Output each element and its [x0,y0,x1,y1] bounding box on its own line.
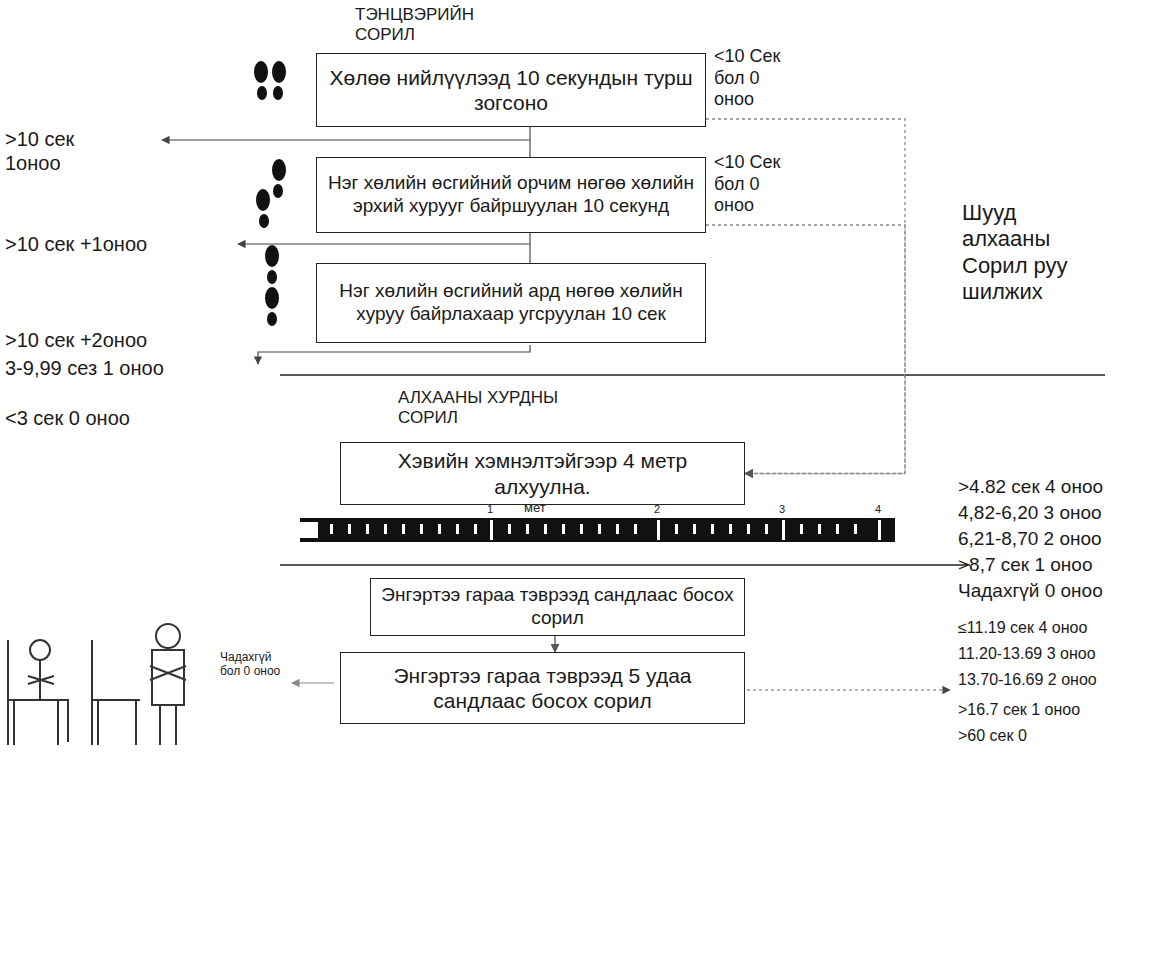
process-box: Хэвийн хэмнэлтэйгээр 4 метр алхуулна. [340,442,745,505]
tape-number: 4 [875,503,881,516]
connector [706,225,905,474]
box-text: Хэвийн хэмнэлтэйгээр 4 метр алхуулна. [351,448,734,498]
score-note: >8,7 сек 1 оноо [958,554,1092,577]
score-note: >16.7 сек 1 оноо [958,700,1080,719]
connector [529,127,530,157]
section-divider [280,564,970,566]
instruction-note: Шууд алхааны Сорил руу шилжих [962,200,1097,306]
box-text: Энгэртээ гараа тэврээд 5 удаа сандлаас б… [351,663,734,713]
process-box: Энгэртээ гараа тэврээд 5 удаа сандлаас б… [340,652,745,724]
section-divider [280,374,1105,376]
process-box: Нэг хөлийн өсгийний орчим нөгөө хөлийн э… [316,157,706,233]
chair-figure [8,640,68,745]
footprint-icon [254,61,286,100]
tape-unit: мет [524,500,546,516]
score-arrow [292,682,334,683]
chair-figure [92,624,186,745]
score-note: 3-9,99 сез 1 оноо [5,356,175,380]
box-text: Нэг хөлийн өсгийний орчим нөгөө хөлийн э… [327,172,695,218]
score-arrow [162,139,530,140]
score-note: >4.82 сек 4 оноо [958,476,1103,499]
tape-number: 2 [654,503,660,516]
score-note: <10 Сек бол 0 оноо [714,46,802,111]
box-text: Нэг хөлийн өсгийний ард нөгөө хөлийн хур… [327,280,695,326]
score-note: 13.70-16.69 2 оноо [958,670,1097,689]
connector [554,636,555,652]
score-note: Чадахгүй 0 оноо [958,580,1103,603]
measuring-tape [300,518,895,542]
footprint-icon [256,159,286,228]
tape-number: 1 [487,503,493,516]
score-note: 4,82-6,20 3 оноо [958,502,1102,525]
box-text: Энгэртээ гараа тэврээд сандлаас босох со… [381,584,734,630]
section-heading: АЛХААНЫ ХУРДНЫ СОРИЛ [398,388,598,429]
process-box: Энгэртээ гараа тэврээд сандлаас босох со… [370,578,745,636]
score-note: <10 Сек бол 0 оноо [714,152,802,217]
score-note: Чадахгүй бол 0 оноо [220,650,286,679]
process-box: Нэг хөлийн өсгийний ард нөгөө хөлийн хур… [316,263,706,343]
score-arrow [238,243,530,244]
score-note: ≤11.19 сек 4 оноо [958,618,1087,637]
score-note: >60 сек 0 [958,726,1027,745]
score-arrow [747,689,950,690]
section-heading: ТЭНЦВЭРИЙН СОРИЛ [355,5,505,46]
score-note: <3 сек 0 оноо [5,406,130,430]
score-arrow [258,345,530,364]
score-note: >10 сек +2оноо [5,328,147,352]
score-note: 6,21-8,70 2 оноо [958,528,1102,551]
connector [529,233,530,263]
score-note: >10 сек +1оноо [5,232,147,256]
process-box: Хөлөө нийлүүлээд 10 секундын турш зогсон… [316,53,706,127]
score-note: >10 сек 1оноо [5,127,135,175]
tape-number: 3 [779,503,785,516]
score-note: 11.20-13.69 3 оноо [958,644,1096,663]
footprint-icon [265,245,279,326]
connector [706,119,905,474]
box-text: Хөлөө нийлүүлээд 10 секундын турш зогсон… [327,65,695,115]
